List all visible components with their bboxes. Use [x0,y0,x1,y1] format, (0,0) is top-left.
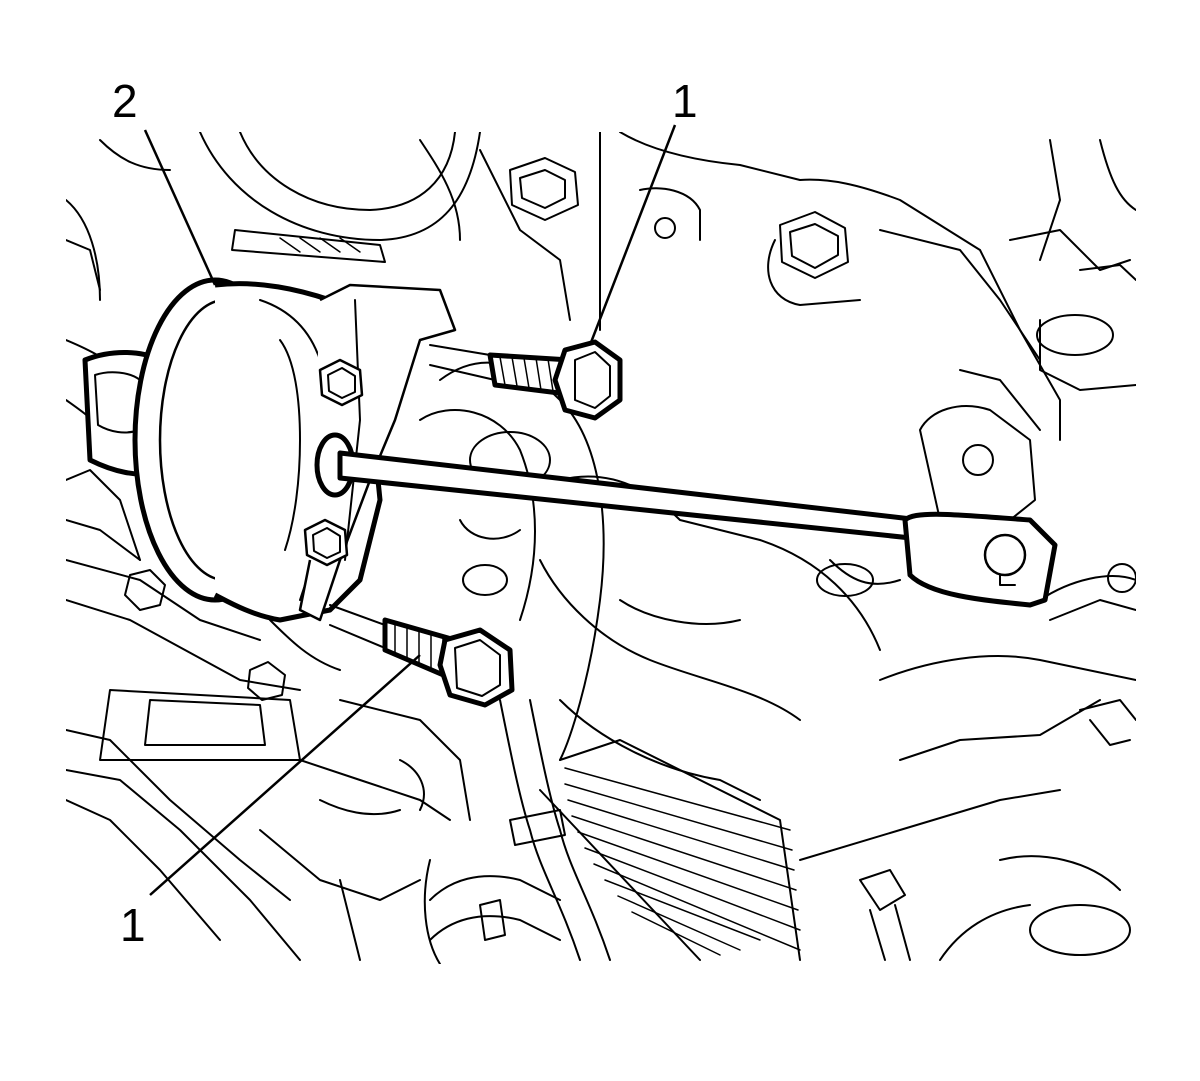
callout-label-bolt-upper: 1 [672,75,698,127]
actuator-rod [337,450,1058,608]
wastegate-actuator [132,277,457,623]
leader-line-actuator [143,129,217,286]
ribbed-hose [539,739,801,961]
bolt-upper [429,339,623,421]
callout-label-bolt-lower: 1 [120,899,146,951]
callout-label-actuator: 2 [112,75,138,127]
leader-line-bolt-lower [149,654,421,896]
leader-line-bolt-upper [588,124,677,346]
engine-background-linework [66,132,1136,964]
bolt-lower [329,604,515,708]
